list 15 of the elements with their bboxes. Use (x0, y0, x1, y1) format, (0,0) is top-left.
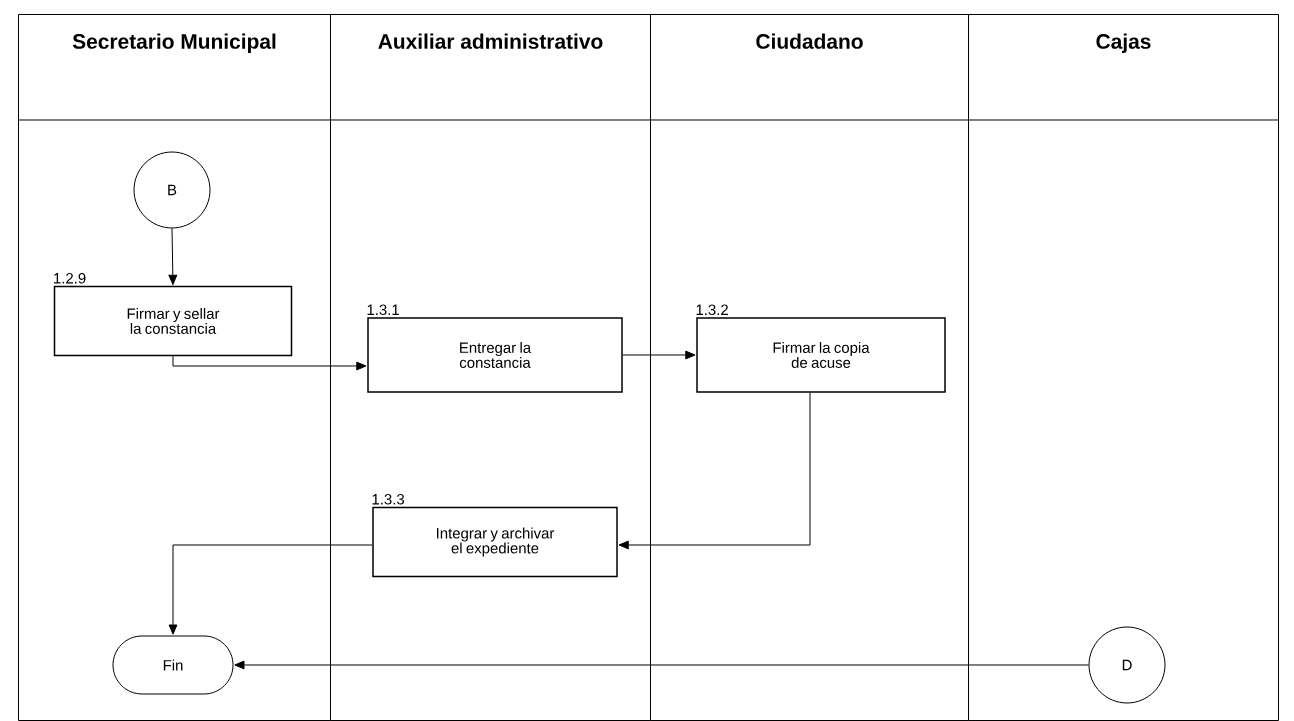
arrow (618, 392, 811, 550)
step-number: 1.3.3 (372, 493, 405, 505)
terminator: Fin (112, 635, 234, 695)
process-box: Entregar la constancia (367, 317, 623, 393)
arrow (622, 350, 696, 360)
process-box: Firmar la copia de acuse (696, 317, 946, 393)
arrow (168, 544, 373, 635)
step-number: 1.3.1 (367, 304, 399, 316)
arrow (234, 660, 1089, 670)
arrow (168, 228, 178, 285)
process-box: Firmar y sellar la constancia (53, 285, 293, 357)
arrow (172, 355, 367, 371)
step-number: 1.2.9 (54, 272, 86, 284)
process-box: Integrar y archivar el expediente (372, 506, 618, 578)
step-number: 1.3.2 (696, 304, 728, 316)
